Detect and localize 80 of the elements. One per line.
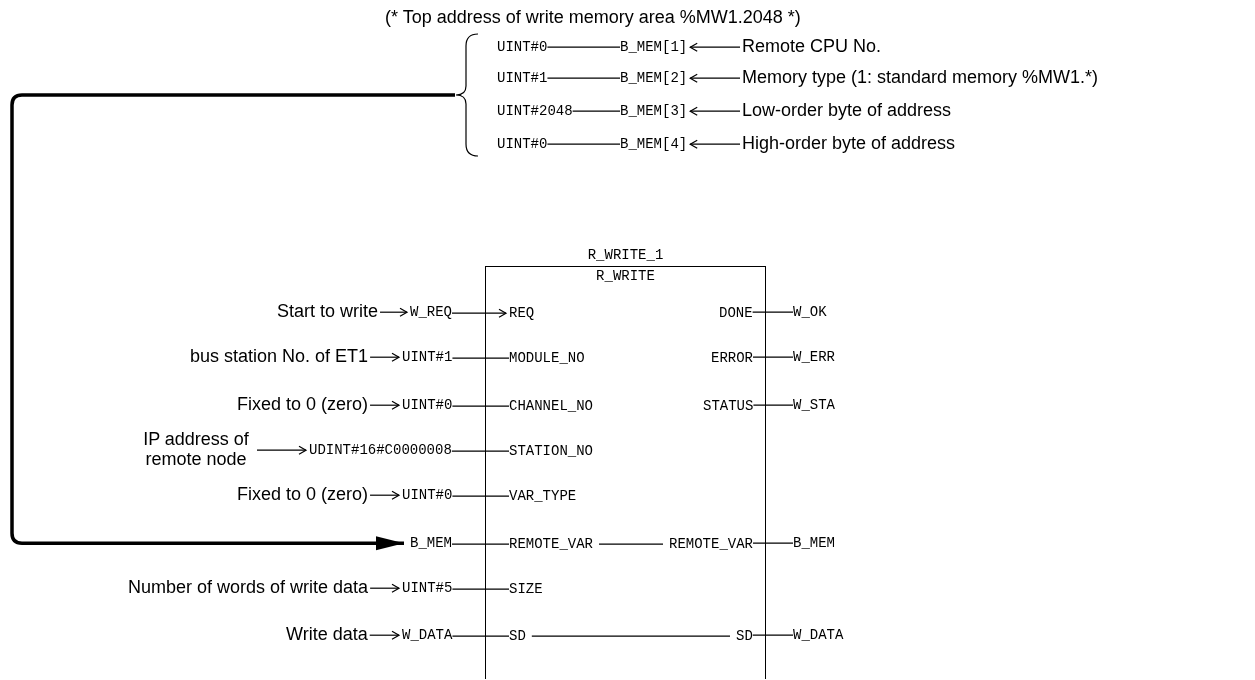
comment-text: Start to write xyxy=(277,302,379,322)
wire xyxy=(752,311,794,313)
pin-name: SD xyxy=(736,628,753,644)
wire xyxy=(451,588,510,590)
comment-text: Fixed to 0 (zero) xyxy=(237,485,369,505)
variable-name: UINT#1 xyxy=(497,70,548,86)
block-type-name: R_WRITE xyxy=(595,269,656,285)
arrow xyxy=(369,352,400,362)
comment-text: Memory type (1: standard memory %MW1.*) xyxy=(742,68,1099,88)
wire xyxy=(546,77,621,79)
wire xyxy=(451,543,510,545)
wire xyxy=(752,542,794,544)
arrow xyxy=(369,400,400,410)
variable-name: W_DATA xyxy=(793,627,844,643)
variable-name: W_STA xyxy=(793,397,835,413)
variable-name: UINT#0 xyxy=(402,397,453,413)
pin-name: REMOTE_VAR xyxy=(669,536,753,552)
comment-text: Remote CPU No. xyxy=(742,37,882,57)
variable-name: B_MEM[4] xyxy=(620,136,688,152)
variable-name: UINT#2048 xyxy=(497,103,573,119)
pin-name: SIZE xyxy=(509,581,543,597)
wire xyxy=(451,635,510,637)
wire xyxy=(451,357,510,359)
wire xyxy=(451,450,510,452)
arrow xyxy=(379,307,408,317)
pin-name: VAR_TYPE xyxy=(509,488,577,504)
wire xyxy=(546,46,621,48)
variable-name: B_MEM[3] xyxy=(620,103,688,119)
comment-text: High-order byte of address xyxy=(742,134,956,154)
variable-name: W_ERR xyxy=(793,349,835,365)
wire xyxy=(598,543,664,545)
pin-name: STATION_NO xyxy=(509,443,593,459)
variable-name: B_MEM xyxy=(793,535,835,551)
comment-text: Number of words of write data xyxy=(128,578,369,598)
pin-name: MODULE_NO xyxy=(509,350,585,366)
comment-text: Write data xyxy=(286,625,368,645)
variable-name: UINT#0 xyxy=(497,39,548,55)
comment-text: bus station No. of ET1 xyxy=(190,347,369,367)
arrow xyxy=(256,445,307,455)
wire xyxy=(752,634,794,636)
pin-name: REMOTE_VAR xyxy=(509,536,593,552)
pin-name: REQ xyxy=(509,305,535,321)
wire xyxy=(752,356,794,358)
arrow xyxy=(689,73,741,83)
comment-text: (* Top address of write memory area %MW1.2048 *) xyxy=(385,8,801,28)
wire xyxy=(531,635,731,637)
variable-name: W_OK xyxy=(793,304,827,320)
arrow xyxy=(451,308,507,318)
pin-name: STATUS xyxy=(703,398,754,414)
variable-name: W_DATA xyxy=(402,627,453,643)
variable-name: B_MEM[1] xyxy=(620,39,688,55)
wire xyxy=(572,110,621,112)
arrow xyxy=(689,139,741,149)
arrow xyxy=(10,93,455,551)
variable-name: UINT#0 xyxy=(497,136,548,152)
comment-text: Fixed to 0 (zero) xyxy=(237,395,369,415)
pin-name: ERROR xyxy=(711,350,753,366)
arrow xyxy=(369,630,400,640)
instance-name: R_WRITE_1 xyxy=(586,248,665,264)
variable-name: W_REQ xyxy=(410,304,452,320)
arrow xyxy=(689,106,741,116)
comment-text: Low-order byte of address xyxy=(742,101,952,121)
arrow xyxy=(689,42,741,52)
variable-name: UINT#5 xyxy=(402,580,453,596)
variable-name: B_MEM xyxy=(410,535,452,551)
wire xyxy=(546,143,621,145)
curly-brace xyxy=(455,33,479,157)
comment-text: IP address of remote node xyxy=(137,430,255,470)
variable-name: UINT#1 xyxy=(402,349,453,365)
variable-name: B_MEM[2] xyxy=(620,70,688,86)
wire xyxy=(752,404,794,406)
wire xyxy=(451,405,510,407)
wire xyxy=(451,495,510,497)
arrow xyxy=(369,583,400,593)
pin-name: DONE xyxy=(719,305,753,321)
arrow xyxy=(369,490,400,500)
variable-name: UINT#0 xyxy=(402,487,453,503)
pin-name: SD xyxy=(509,628,526,644)
pin-name: CHANNEL_NO xyxy=(509,398,593,414)
variable-name: UDINT#16#C0000008 xyxy=(309,442,452,458)
